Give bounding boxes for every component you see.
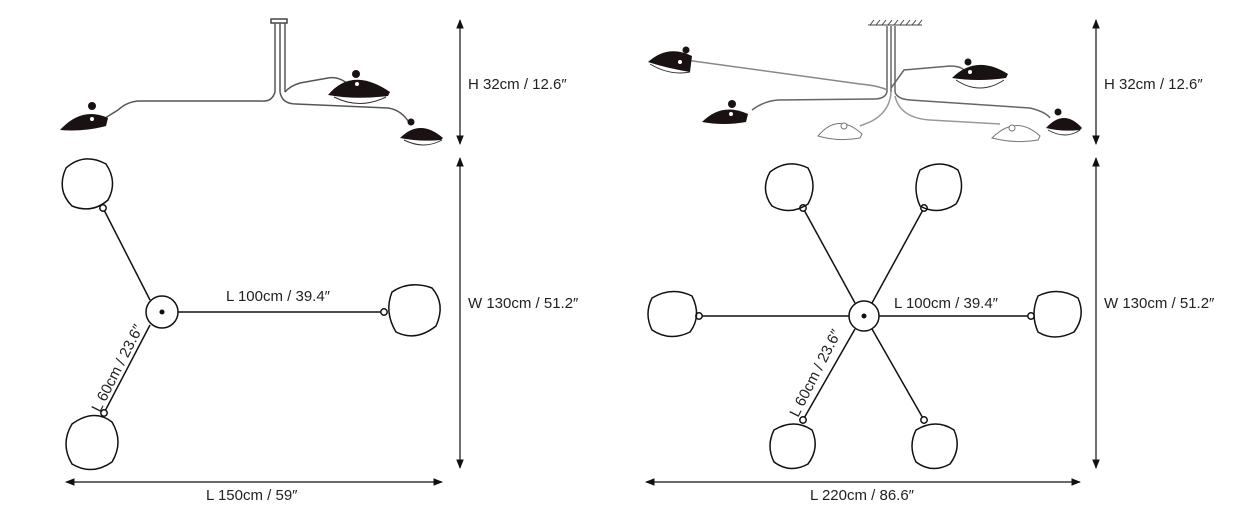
plan-shade-upper-left xyxy=(764,163,814,212)
left-lamp-shade-1 xyxy=(60,102,108,131)
right-plan-view xyxy=(647,163,1082,470)
left-arm-long-label: L 100cm / 39.4″ xyxy=(226,288,331,305)
plan-arm-lower-right xyxy=(871,328,925,421)
right-lamp-shade-1 xyxy=(648,46,692,74)
upper-arm xyxy=(284,76,351,93)
plan-shade-lower-right xyxy=(911,423,958,470)
right-height-label: H 32cm / 12.6″ xyxy=(1104,76,1203,93)
plan-arm-lower-left xyxy=(802,328,856,421)
right-lamp-shade-4 xyxy=(1046,108,1082,136)
plan-shade-upper-right xyxy=(915,163,963,212)
plan-arm-lower xyxy=(103,324,151,414)
right-lamp-shade-2 xyxy=(702,100,748,124)
plan-arm-upper xyxy=(102,207,151,301)
arm-front-left xyxy=(859,91,892,127)
plan-shade-right xyxy=(1033,290,1082,338)
left-lamp-shade-2 xyxy=(328,70,390,104)
plan-arm-upper-left xyxy=(802,207,856,304)
right-arm xyxy=(279,91,411,125)
plan-shade-lower-left xyxy=(769,423,816,470)
plan-hub xyxy=(145,295,179,329)
plan-hub xyxy=(848,300,880,332)
left-elevation-view xyxy=(101,18,411,125)
right-lamp-shade-ghost-1 xyxy=(817,122,863,141)
plan-shade-left xyxy=(647,290,698,338)
right-arm-short-label: L 60cm / 23.6″ xyxy=(786,326,845,420)
ceiling-canopy xyxy=(270,18,288,24)
arm-left-upper xyxy=(685,59,888,91)
plan-shade-right xyxy=(388,284,441,337)
left-chandelier-3-arm: H 32cm / 12.6″ W 130cm / 51.2″ L 150cm /… xyxy=(60,18,579,504)
left-length-label: L 150cm / 59″ xyxy=(206,487,298,504)
left-arm xyxy=(101,91,276,121)
plan-arm-upper-right xyxy=(871,207,925,304)
ceiling-hatch xyxy=(868,19,923,26)
left-height-label: H 32cm / 12.6″ xyxy=(468,76,567,93)
plan-shade-upper xyxy=(61,158,114,210)
right-dimension-lines xyxy=(645,19,1100,486)
arm-right-upper xyxy=(890,65,965,89)
right-chandelier-6-arm: H 32cm / 12.6″ W 130cm / 51.2″ L 220cm /… xyxy=(645,19,1215,504)
left-plan-view xyxy=(61,158,441,471)
right-lamp-shade-ghost-2 xyxy=(991,124,1041,143)
left-lamp-shade-3 xyxy=(400,118,443,146)
right-lamp-shade-3 xyxy=(952,58,1008,89)
arm-right-lower xyxy=(894,91,1051,119)
arm-left-lower xyxy=(751,91,888,111)
right-width-label: W 130cm / 51.2″ xyxy=(1104,295,1215,312)
right-length-label: L 220cm / 86.6″ xyxy=(810,487,915,504)
left-width-label: W 130cm / 51.2″ xyxy=(468,295,579,312)
right-elevation-view xyxy=(685,19,1051,127)
left-dimension-lines xyxy=(65,19,464,486)
right-arm-long-label: L 100cm / 39.4″ xyxy=(894,295,999,312)
plan-shade-lower xyxy=(65,414,119,471)
arm-front-right xyxy=(894,95,1001,125)
left-arm-short-label: L 60cm / 23.6″ xyxy=(88,321,147,415)
